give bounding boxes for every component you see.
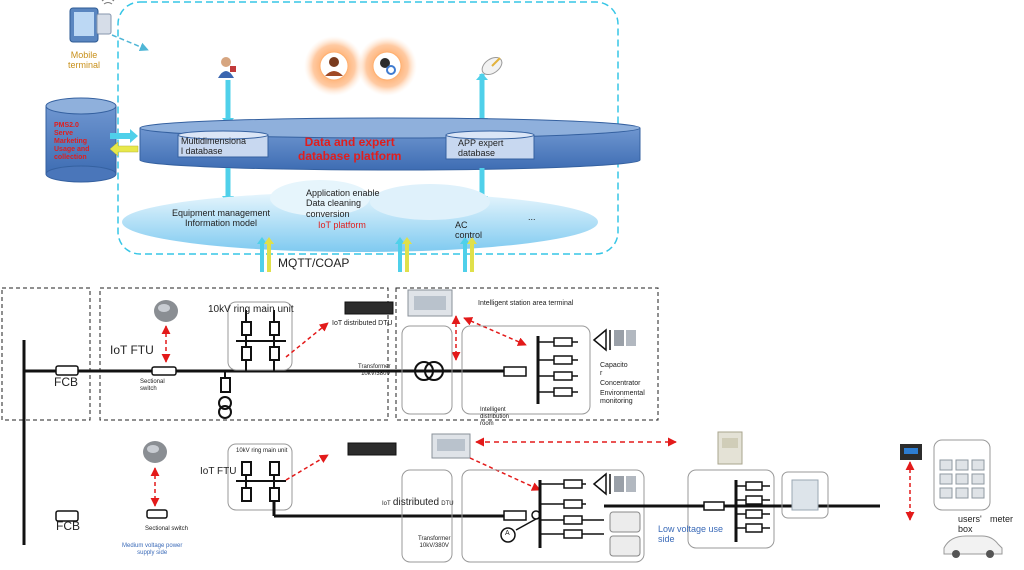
iot-dtu-label-row2: IoT distributed DTU	[382, 497, 454, 509]
transformer-label-row1: Transformer 10kV/380V	[358, 364, 391, 377]
distribution-room-box-row1	[461, 325, 591, 415]
distribution-room-box-row2	[461, 469, 645, 563]
ring-dtu-link-row2	[285, 454, 329, 481]
meter-cabinet-icon	[781, 471, 829, 519]
mobile-terminal-icon	[69, 0, 115, 43]
ammeter-label: A	[505, 530, 510, 537]
lv-breaker	[703, 501, 725, 511]
fcb-label-row2: FCB	[56, 519, 80, 533]
expert-icon-1	[319, 51, 349, 81]
environmental-label-row1: Environmental monitoring	[600, 390, 645, 406]
dtu-device-row2	[347, 442, 397, 456]
sectional-switch-row2	[146, 509, 168, 519]
iot-ftu-label-row1: IoT FTU	[110, 343, 154, 357]
mqtt-arrows	[257, 237, 477, 272]
fcb-label-row1: FCB	[54, 375, 78, 389]
ring-main-unit-box-row2	[227, 443, 293, 511]
users-box-frame	[933, 439, 991, 511]
mobile-link-arrow	[111, 34, 149, 52]
station-terminal-device-row2	[431, 433, 471, 459]
electric-car-icon	[943, 535, 1003, 558]
mobile-terminal-label: Mobile terminal	[68, 50, 101, 71]
users-box-label: users' box	[958, 514, 982, 535]
capacitor-bank-icon-row2	[614, 476, 636, 492]
transformer-label-row2: Transformer 10kV/380V	[418, 536, 451, 549]
empty-slots-row2	[609, 511, 641, 557]
capacitor-label-row1: Capacito r	[600, 362, 628, 378]
meter-terminal-icon	[900, 444, 922, 460]
multidim-db-label: Multidimensiona l database	[181, 136, 247, 157]
sectional-switch-row1	[151, 366, 177, 376]
station-terminal-label: Intelligent station area terminal	[478, 300, 574, 307]
terminal-capacitor-link-row2	[469, 457, 541, 491]
sectional-switch-label-row1: Sectional switch	[140, 379, 165, 392]
ftu-sensor-icon-row2	[143, 441, 167, 463]
expert-icon-2	[372, 51, 402, 81]
transformer-symbol-row1	[414, 361, 444, 381]
row1-left-frame	[1, 287, 91, 421]
station-terminal-device	[407, 289, 453, 317]
room-breaker-row2	[503, 510, 527, 521]
terminal-capacitor-link	[463, 317, 527, 346]
transformer-box-row1	[401, 325, 453, 415]
low-voltage-label: Low voltage use side	[658, 524, 724, 545]
ring-main-unit-switches-row1	[236, 310, 286, 371]
sectional-switch-label-row2: Sectional switch	[145, 526, 189, 532]
medium-voltage-label: Medium voltage power supply side	[122, 543, 183, 556]
ac-control-label: AC control	[455, 220, 483, 241]
iot-ftu-label-row2: IoT FTU	[200, 466, 237, 477]
iot-dtu-label-row1: IoT distributed DTU	[332, 320, 393, 327]
transformer-box-row2	[401, 469, 453, 563]
capacitor-symbol-row1	[592, 328, 611, 352]
ellipsis-label: ...	[528, 212, 536, 222]
ring-dtu-link-row1	[285, 322, 329, 358]
iot-platform-cloud	[122, 180, 598, 252]
ftu-sensor-icon-row1	[154, 300, 178, 322]
pms-label: PMS2.0 Serve Marketing Usage and collect…	[54, 122, 90, 162]
concentrator-label-row1: Concentrator	[600, 380, 641, 387]
ring-main-unit-switches-row2	[236, 461, 286, 502]
fcb-row2-breaker	[55, 510, 79, 522]
row1-middle-frame	[99, 287, 389, 421]
low-voltage-cabinet-icon	[717, 431, 743, 465]
lv-feeders	[736, 481, 770, 533]
iot-dtu-main: distributed	[392, 497, 440, 508]
ring-main-unit-label-row1: 10kV ring main unit	[208, 304, 294, 315]
fcb-row1-breaker	[55, 365, 79, 376]
iot-platform-label: IoT platform	[318, 220, 366, 230]
platform-title: Data and expert database platform	[298, 135, 402, 163]
ring-main-unit-label-row2: 10kV ring main unit	[236, 448, 288, 454]
low-voltage-box	[687, 469, 775, 549]
iot-dtu-suffix: DTU	[441, 501, 454, 507]
app-expert-database-cylinder	[445, 130, 535, 160]
satellite-dish-icon	[481, 56, 503, 76]
intelligent-room-label: Intelligent distribution room	[480, 407, 510, 427]
ammeter-symbol-row2	[500, 518, 537, 543]
room-feeders-row2	[540, 479, 604, 539]
meter-label: meter	[990, 514, 1014, 524]
app-expert-db-label: APP expert database	[458, 138, 504, 159]
user-figure-icon	[218, 57, 236, 78]
iot-dtu-prefix: IoT	[382, 501, 391, 507]
multidimensional-database-cylinder	[177, 130, 269, 158]
capacitor-bank-icon-row1	[614, 330, 636, 346]
dtu-device-row1	[344, 301, 394, 315]
room-feeders-row1	[538, 337, 578, 397]
row1-right-frame	[395, 287, 659, 421]
ring-main-unit-box-row1	[227, 301, 293, 371]
room-breaker-row1	[503, 366, 527, 377]
equipment-mgmt-label: Equipment management Information model	[172, 208, 271, 229]
protocol-label: MQTT/COAP	[278, 256, 350, 270]
ring-main-unit-transformer-row1	[218, 371, 232, 419]
users-meters-grid	[939, 459, 985, 499]
pms-database-cylinder	[45, 97, 117, 183]
capacitor-symbol-row2	[592, 472, 611, 496]
app-enable-label: Application enable Data cleaning convers…	[306, 188, 380, 219]
pms-link-arrows	[109, 129, 139, 157]
